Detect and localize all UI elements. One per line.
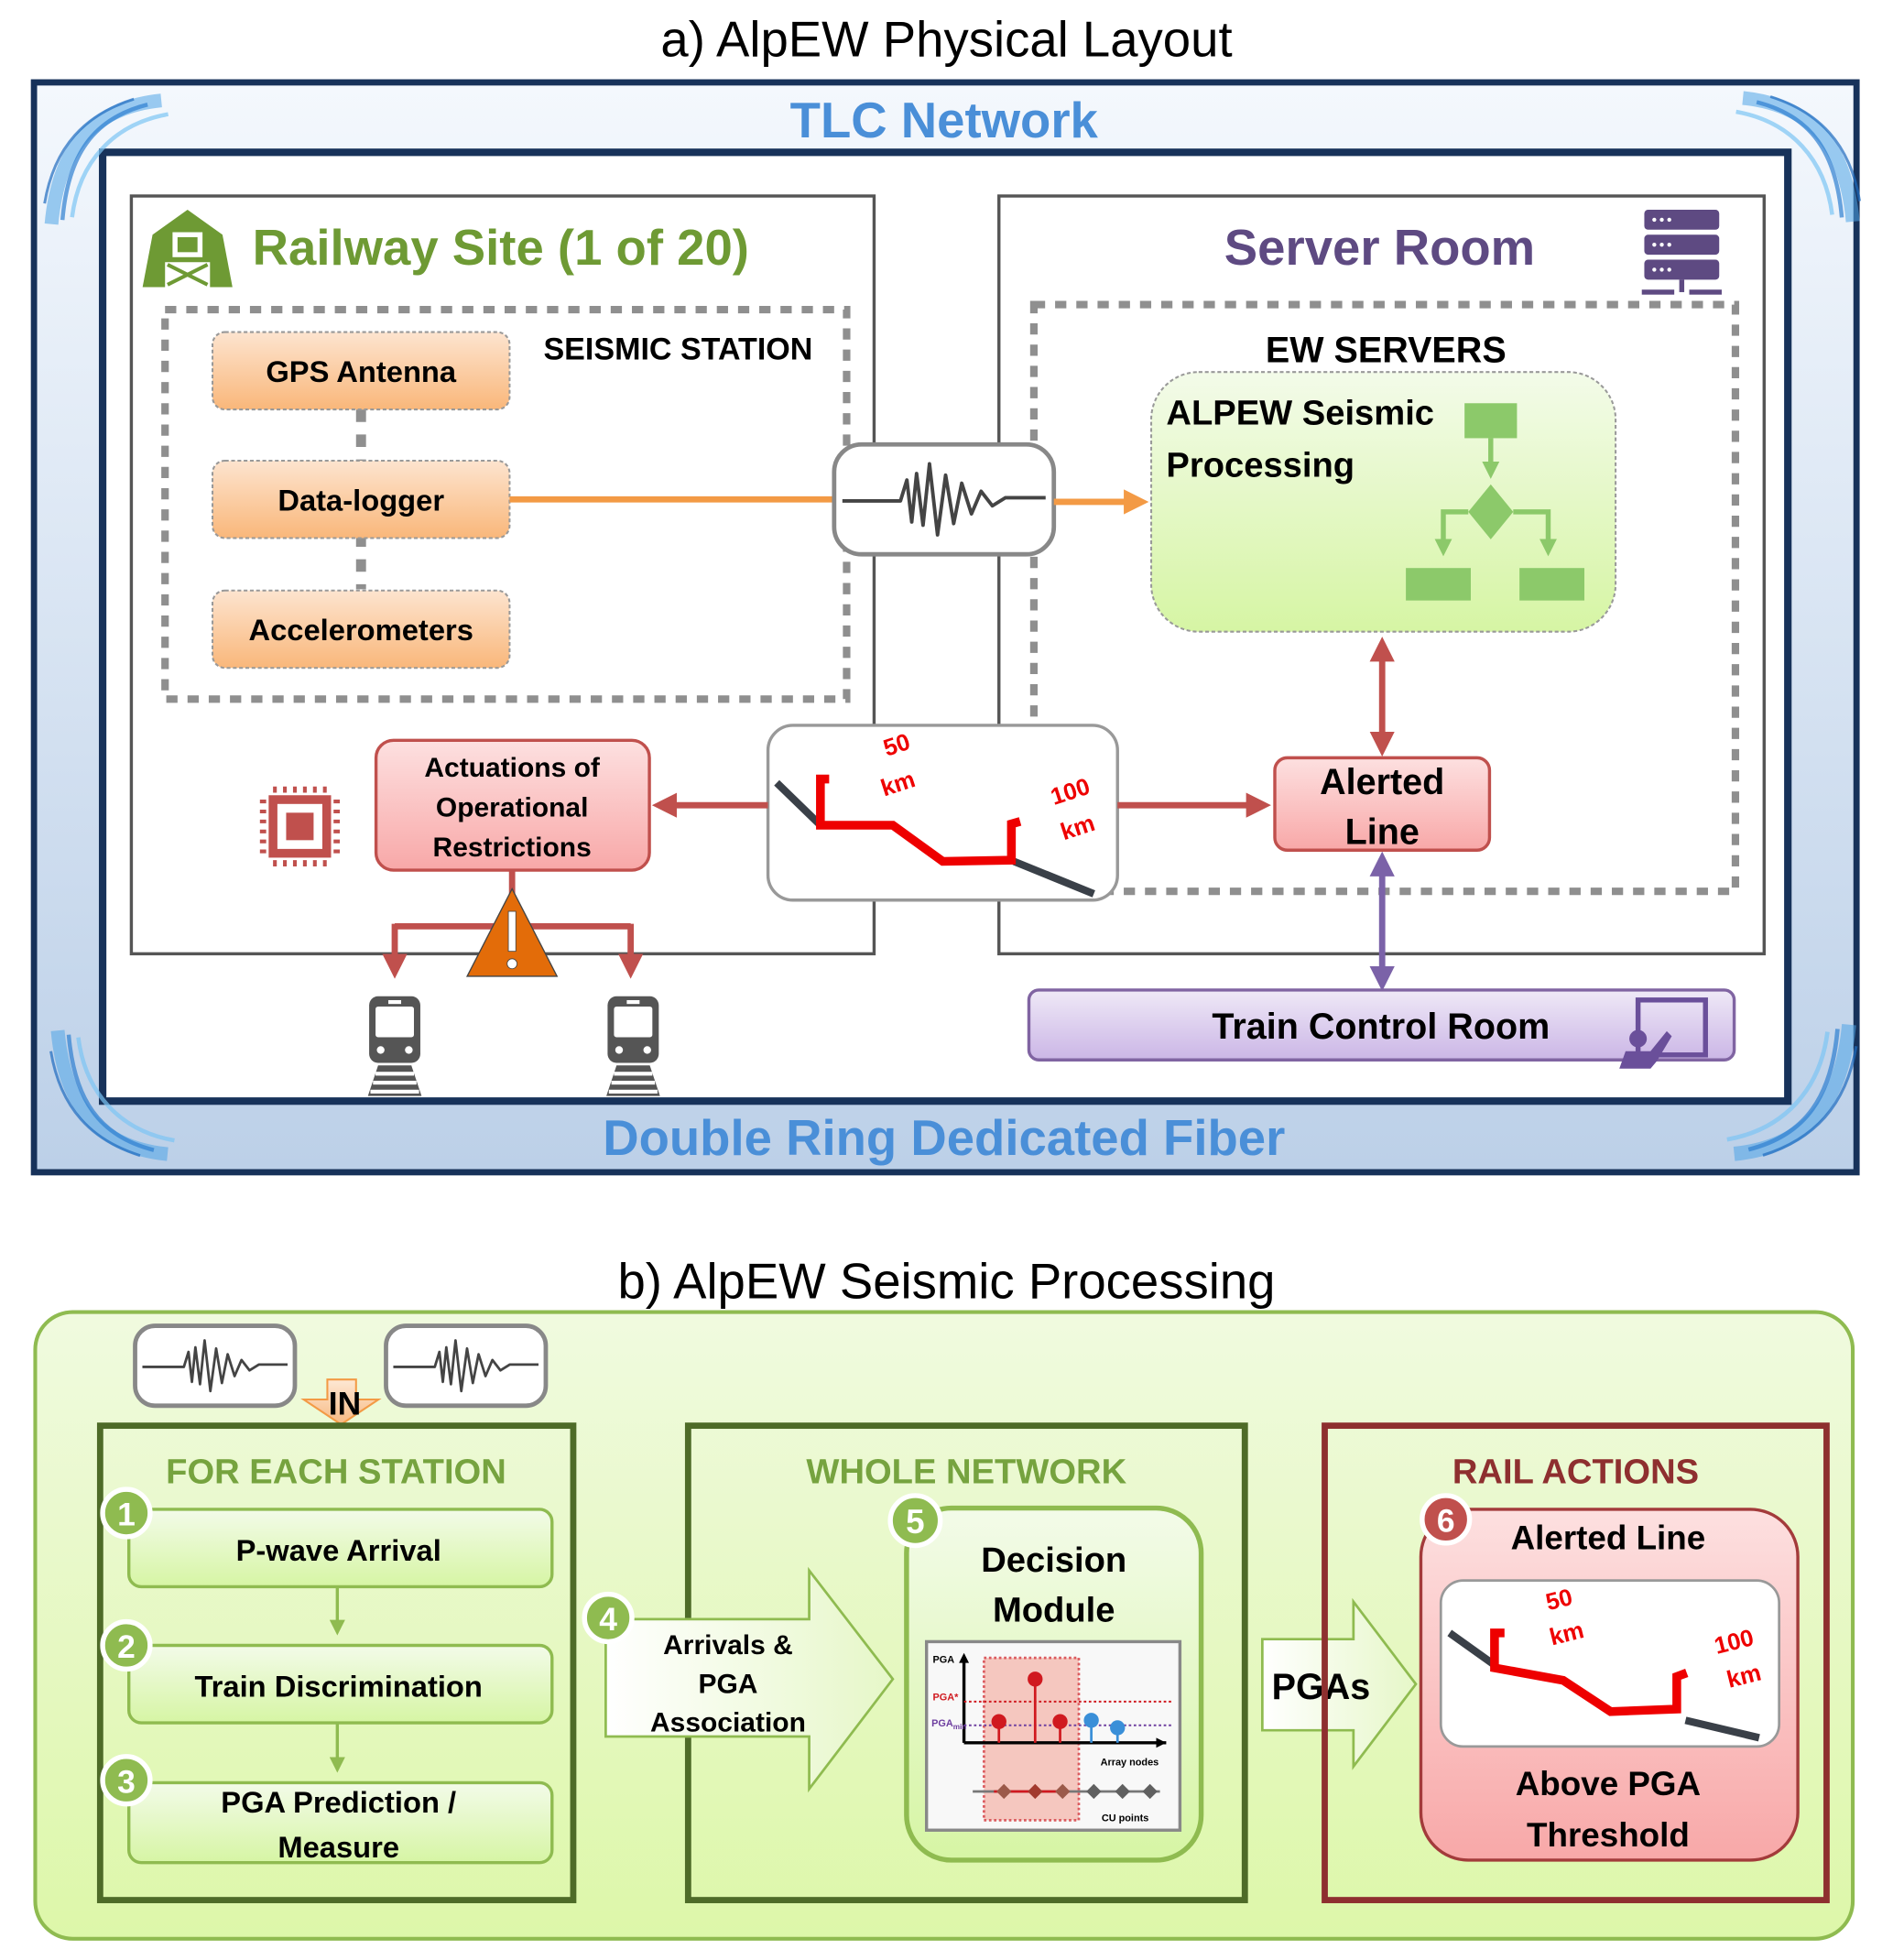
svg-text:PGA Prediction /: PGA Prediction / — [221, 1785, 456, 1819]
svg-text:Decision: Decision — [981, 1541, 1126, 1580]
step-number-badge — [100, 1486, 153, 1540]
svg-text:Actuations of: Actuations of — [424, 753, 600, 783]
pga-red-stems — [991, 1671, 1068, 1743]
svg-text:Above PGA: Above PGA — [1516, 1765, 1701, 1802]
svg-text:Measure: Measure — [277, 1830, 399, 1864]
panel-a-title: a) AlpEW Physical Layout — [660, 11, 1232, 67]
tlc-network-label: TLC Network — [790, 93, 1099, 148]
svg-text:Arrivals &: Arrivals & — [663, 1630, 793, 1661]
step-number-badge — [582, 1591, 635, 1645]
alpew-processing-box: ALPEW Seismic Processing — [1150, 371, 1617, 633]
mini-chart-pga-star: PGA* — [933, 1692, 960, 1703]
barn-icon — [142, 209, 233, 288]
actuations-box: Actuations of Operational Restrictions — [374, 738, 651, 872]
mini-chart-cu-label: CU points — [1102, 1813, 1148, 1824]
svg-text:5: 5 — [906, 1503, 924, 1541]
presenter-screen-icon — [1619, 997, 1708, 1069]
for-each-station-box — [96, 1422, 577, 1903]
svg-text:1: 1 — [117, 1497, 136, 1533]
svg-text:Threshold: Threshold — [1527, 1816, 1690, 1854]
whole-network-title: WHOLE NETWORK — [806, 1452, 1126, 1491]
svg-text:6: 6 — [1437, 1502, 1455, 1539]
step-3: PGA Prediction / Measure 3 — [100, 1754, 554, 1865]
svg-text:P-wave Arrival: P-wave Arrival — [236, 1533, 441, 1567]
input-waveform-icon — [384, 1323, 549, 1409]
association-arrow: Arrivals & PGA Association 4 — [582, 1566, 895, 1793]
panel-b-title: b) AlpEW Seismic Processing — [617, 1254, 1275, 1310]
data-logger-box: Data-logger — [212, 459, 511, 539]
warning-triangle-icon — [465, 887, 559, 977]
alerted-line-box: Alerted Line — [1273, 756, 1492, 852]
svg-text:PGAs: PGAs — [1272, 1667, 1371, 1707]
mini-chart-x-label: Array nodes — [1101, 1757, 1159, 1768]
input-waveform-icon — [133, 1323, 298, 1409]
svg-text:Train Control Room: Train Control Room — [1212, 1007, 1550, 1047]
seismic-waveform-icon — [832, 441, 1057, 557]
alerted-line-card: Alerted Line Above PGA Threshold 6 50 km… — [1419, 1493, 1800, 1862]
train-icon — [606, 996, 660, 1096]
railway-site-box — [129, 194, 876, 956]
step-number-badge — [100, 1618, 153, 1672]
chip-icon — [259, 786, 341, 866]
svg-text:Data-logger: Data-logger — [277, 483, 444, 517]
pga-blue-stems — [1083, 1713, 1126, 1743]
svg-text:Restrictions: Restrictions — [433, 833, 592, 863]
svg-text:Processing: Processing — [1166, 446, 1354, 485]
cu-points — [996, 1783, 1158, 1800]
decision-module: Decision Module 5 — [887, 1493, 1204, 1863]
svg-text:Line: Line — [1345, 811, 1420, 852]
svg-text:Accelerometers: Accelerometers — [249, 613, 473, 647]
svg-text:2: 2 — [117, 1628, 136, 1665]
mini-chart-y-label: PGA — [933, 1655, 955, 1666]
svg-text:IN: IN — [329, 1385, 361, 1421]
step-number-badge — [887, 1493, 943, 1549]
step-number-badge — [100, 1754, 153, 1807]
alerted-line-map: 50 km 100 km — [1439, 1579, 1781, 1748]
step-number-badge — [1420, 1493, 1473, 1546]
svg-text:ALPEW Seismic: ALPEW Seismic — [1166, 393, 1434, 432]
svg-text:PGA: PGA — [698, 1669, 757, 1699]
pgas-arrow: PGAs — [1260, 1597, 1418, 1770]
accelerometers-box: Accelerometers — [212, 589, 511, 670]
svg-text:GPS Antenna: GPS Antenna — [266, 354, 457, 388]
decision-mini-chart: PGA PGA* PGAmin Array nodes CU points — [924, 1639, 1182, 1832]
svg-text:Operational: Operational — [436, 792, 589, 822]
server-rack-icon — [1641, 209, 1722, 295]
ew-servers-label: EW SERVERS — [1266, 330, 1507, 370]
rail-actions-title: RAIL ACTIONS — [1452, 1452, 1699, 1491]
seismic-station-label: SEISMIC STATION — [543, 332, 812, 367]
mini-chart-pga-min: PGAmin — [931, 1718, 966, 1731]
train-control-room-box: Train Control Room — [1027, 988, 1736, 1069]
step-2: Train Discrimination 2 — [100, 1618, 554, 1725]
step-1: P-wave Arrival 1 — [100, 1486, 554, 1589]
svg-text:Alerted: Alerted — [1320, 762, 1444, 802]
svg-text:4: 4 — [599, 1601, 617, 1638]
rail-actions-box — [1322, 1422, 1830, 1903]
in-arrow: IN — [300, 1378, 382, 1426]
alerted-line-map: 50 km 100 km — [766, 724, 1119, 902]
svg-text:Association: Association — [650, 1708, 806, 1738]
server-room-title: Server Room — [1224, 220, 1535, 276]
svg-text:Train Discrimination: Train Discrimination — [194, 1669, 482, 1703]
map-label-50: 50 — [1543, 1584, 1575, 1616]
railway-site-title: Railway Site (1 of 20) — [253, 220, 749, 276]
for-each-station-title: FOR EACH STATION — [166, 1452, 506, 1491]
double-ring-label: Double Ring Dedicated Fiber — [603, 1110, 1285, 1166]
svg-text:Alerted Line: Alerted Line — [1511, 1519, 1706, 1557]
svg-text:3: 3 — [117, 1763, 136, 1800]
train-icon — [367, 996, 422, 1096]
gps-antenna-box: GPS Antenna — [212, 331, 511, 411]
svg-text:Module: Module — [993, 1591, 1115, 1630]
